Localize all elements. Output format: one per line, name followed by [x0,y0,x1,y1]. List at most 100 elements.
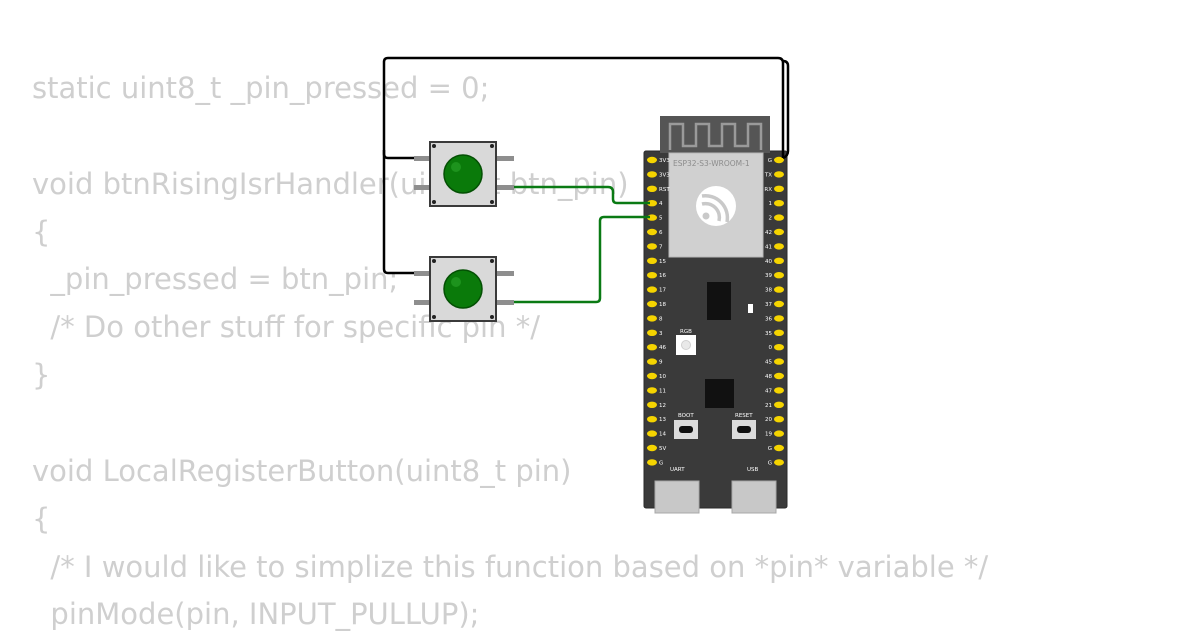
right-pin-label: 1 [769,201,773,207]
left-header-pin[interactable] [647,416,657,423]
left-pin-label: 11 [659,388,666,394]
left-header-pin[interactable] [647,200,657,207]
code-line: } [32,358,51,392]
code-line: /* Do other stuff for specific pin */ [32,310,540,344]
pushbutton-cap-icon[interactable] [443,269,483,309]
pushbutton-cap-icon[interactable] [443,154,483,194]
right-header-pin[interactable] [774,286,784,293]
left-pin-label: 12 [659,403,666,409]
esp32-s3-board[interactable]: ESP32-S3-WROOM-1 RGB BOOT RESET [643,116,788,514]
left-pin-label: 3V3 [659,158,670,164]
right-pin-label: 36 [765,316,772,322]
pushbutton-bottom[interactable] [414,256,514,322]
right-header-pin[interactable] [774,272,784,279]
usb-label: USB [747,467,759,473]
left-header-pin[interactable] [647,430,657,437]
right-header-pin[interactable] [774,344,784,351]
left-header-pin[interactable] [647,444,657,452]
right-header-pin[interactable] [774,387,784,394]
left-header-pin[interactable] [647,185,657,192]
right-header-pin[interactable] [774,228,784,236]
left-pin-label: 13 [659,417,666,423]
wire-ground-outer [782,59,790,160]
left-header-pin[interactable] [647,358,657,365]
code-line: /* I would like to simplize this functio… [32,550,989,584]
left-header-pin[interactable] [647,272,657,279]
usb-port[interactable] [731,480,777,514]
right-header-pin[interactable] [774,459,784,466]
left-pin-label: 17 [659,288,666,294]
left-pin-label: 8 [659,316,663,322]
antenna-trace-icon [668,122,763,150]
right-header-pin[interactable] [774,329,784,336]
right-pin-label: 41 [765,244,772,250]
code-line: pinMode(pin, INPUT_PULLUP); [32,597,480,631]
left-pin-label: G [659,460,663,466]
right-header-pin[interactable] [774,185,784,192]
right-header-pin[interactable] [774,444,784,452]
code-line: { [32,215,51,249]
left-header-pin[interactable] [647,344,657,351]
right-header-pin[interactable] [774,257,784,264]
left-pin-label: 5 [659,216,663,222]
right-header-pin[interactable] [774,416,784,423]
right-pin-label: TX [764,172,772,178]
wire-signal-bottom [496,215,650,304]
reset-button[interactable] [732,420,756,439]
code-line: _pin_pressed = btn_pin; [32,262,399,296]
uart-label: UART [670,467,685,473]
left-header-pin[interactable] [647,401,657,408]
right-pin-label: 35 [765,331,772,337]
right-pin-label: 38 [765,288,772,294]
right-pin-label: G [768,446,772,452]
left-header-pin[interactable] [647,372,657,380]
right-header-pin[interactable] [774,200,784,207]
rgb-label: RGB [680,329,692,335]
right-header-pin[interactable] [774,401,784,408]
left-header-pin[interactable] [647,329,657,336]
left-header-pin[interactable] [647,459,657,466]
right-pin-label: 48 [765,374,772,380]
left-pin-label: 7 [659,244,663,250]
right-pin-label: 19 [765,432,772,438]
left-header-pin[interactable] [647,243,657,250]
right-header-pin[interactable] [774,372,784,380]
left-header-pin[interactable] [647,228,657,236]
right-header-pin[interactable] [774,430,784,437]
left-pin-label: 15 [659,259,666,265]
left-pin-label: 18 [659,302,666,308]
left-pin-label: 3V3 [659,172,670,178]
reset-label: RESET [735,413,753,419]
left-header-pin[interactable] [647,387,657,394]
left-header-pin[interactable] [647,300,657,308]
right-header-pin[interactable] [774,243,784,250]
left-header-pin[interactable] [647,171,657,178]
left-header-pin[interactable] [647,286,657,293]
code-line: void LocalRegisterButton(uint8_t pin) [32,454,572,488]
left-pin-label: 4 [659,201,663,207]
boot-button[interactable] [674,420,698,439]
left-pin-label: 3 [659,331,663,337]
right-header-pin[interactable] [774,171,784,178]
uart-usb-port[interactable] [654,480,700,514]
right-header-pin[interactable] [774,358,784,365]
left-header-pin[interactable] [647,315,657,322]
pushbutton-top[interactable] [414,141,514,207]
right-pin-label: 42 [765,230,772,236]
right-header-pin[interactable] [774,315,784,322]
right-header-pin[interactable] [774,214,784,221]
antenna-icon [660,116,770,153]
left-pin-label: RST [659,187,670,193]
espressif-logo-icon [696,186,736,226]
right-header-pin[interactable] [774,300,784,308]
right-pin-label: G [768,460,772,466]
left-header-pin[interactable] [647,156,657,164]
right-pin-label: G [768,158,772,164]
left-pin-label: 10 [659,374,666,380]
right-pin-label: 0 [769,345,773,351]
right-header-pin[interactable] [774,156,784,164]
wire-signal-top [496,185,650,205]
left-header-pin[interactable] [647,257,657,264]
chip-usb-uart [705,379,734,408]
